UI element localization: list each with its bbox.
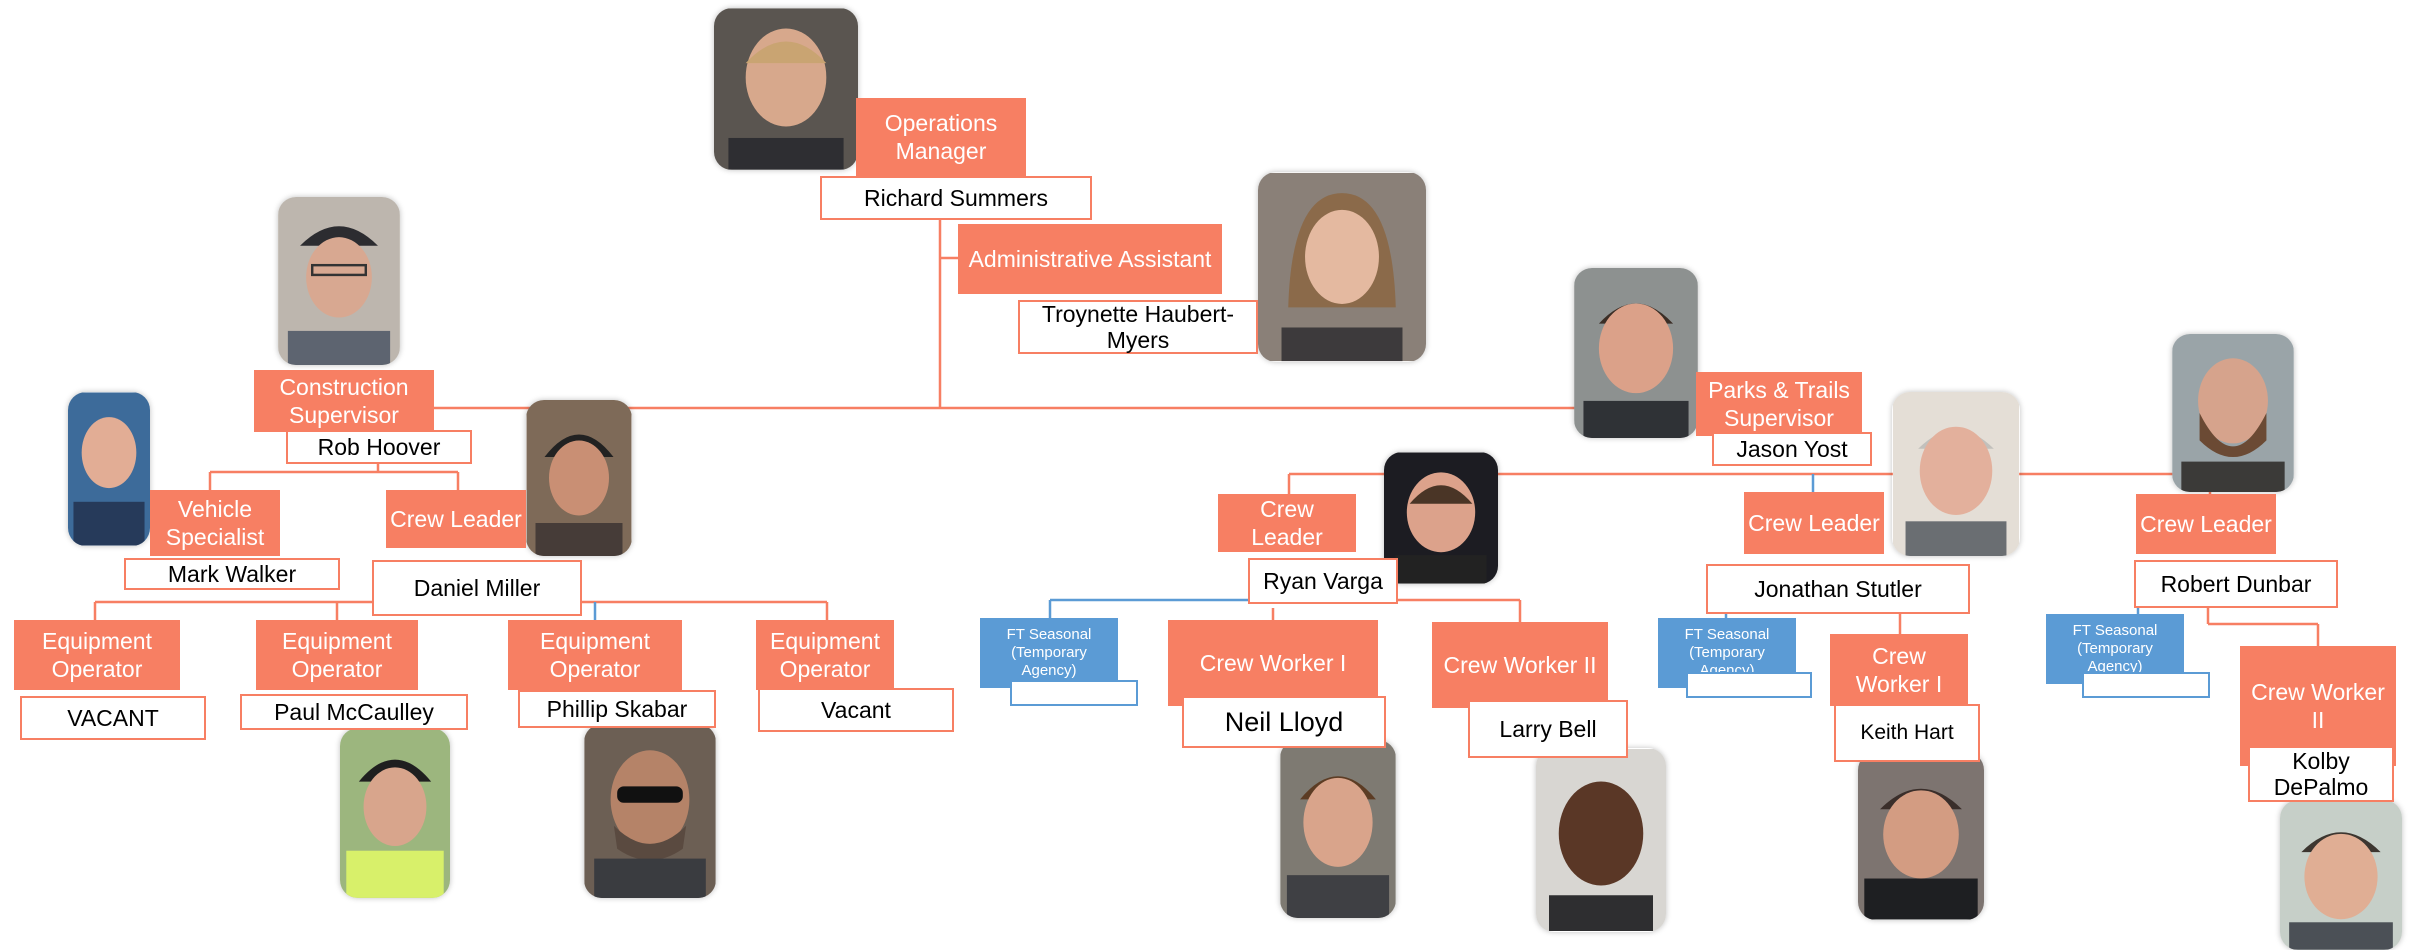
name-jason-yost: Jason Yost <box>1712 432 1872 466</box>
title-crew-worker-ii-bell: Crew Worker II <box>1432 622 1608 708</box>
name-rob-hoover: Rob Hoover <box>286 430 472 464</box>
photo-robert-dunbar <box>2172 334 2294 492</box>
title-crew-worker-i-hart: Crew Worker I <box>1830 634 1968 706</box>
title-operations-manager: Operations Manager <box>856 98 1026 176</box>
title-crew-leader-miller: Crew Leader <box>386 490 526 548</box>
name-robert-dunbar: Robert Dunbar <box>2134 560 2338 608</box>
title-construction-supervisor: Construction Supervisor <box>254 370 434 432</box>
name-ft-seasonal-2 <box>1686 672 1812 698</box>
name-jonathan-stutler: Jonathan Stutler <box>1706 564 1970 614</box>
name-vacant-1: VACANT <box>20 696 206 740</box>
name-larry-bell: Larry Bell <box>1468 700 1628 758</box>
name-ft-seasonal-3 <box>2082 672 2210 698</box>
title-equipment-operator-3: Equipment Operator <box>508 620 682 690</box>
photo-kolby-depalmo <box>2280 800 2402 950</box>
photo-keith-hart <box>1858 752 1984 920</box>
photo-rob-hoover <box>278 197 400 365</box>
photo-larry-bell <box>1536 748 1666 932</box>
photo-richard-summers <box>714 8 858 170</box>
photo-paul-mccaulley <box>340 728 450 898</box>
title-ft-seasonal-1: FT Seasonal (Temporary Agency) <box>980 618 1118 688</box>
name-troynette-haubert-myers: Troynette Haubert-Myers <box>1018 300 1258 354</box>
name-phillip-skabar: Phillip Skabar <box>518 690 716 728</box>
name-vacant-2: Vacant <box>758 688 954 732</box>
name-keith-hart: Keith Hart <box>1834 704 1980 762</box>
title-crew-leader-stutler: Crew Leader <box>1744 492 1884 554</box>
name-daniel-miller: Daniel Miller <box>372 560 582 616</box>
photo-daniel-miller <box>526 400 632 556</box>
title-crew-leader-dunbar: Crew Leader <box>2136 494 2276 554</box>
title-crew-worker-i-lloyd: Crew Worker I <box>1168 620 1378 706</box>
photo-troynette-haubert-myers <box>1258 172 1426 362</box>
title-administrative-assistant: Administrative Assistant <box>958 224 1222 294</box>
title-crew-leader-varga: Crew Leader <box>1218 494 1356 552</box>
photo-mark-walker <box>68 392 150 546</box>
name-kolby-depalmo: Kolby DePalmo <box>2248 746 2394 802</box>
name-mark-walker: Mark Walker <box>124 558 340 590</box>
name-paul-mccaulley: Paul McCaulley <box>240 694 468 730</box>
title-vehicle-specialist: Vehicle Specialist <box>150 490 280 556</box>
photo-ryan-varga <box>1384 452 1498 584</box>
title-equipment-operator-4: Equipment Operator <box>756 620 894 690</box>
title-equipment-operator-2: Equipment Operator <box>256 620 418 690</box>
title-equipment-operator-1: Equipment Operator <box>14 620 180 690</box>
photo-jonathan-stutler <box>1892 392 2020 556</box>
title-parks-trails-supervisor: Parks & Trails Supervisor <box>1696 372 1862 436</box>
name-richard-summers: Richard Summers <box>820 176 1092 220</box>
name-neil-lloyd: Neil Lloyd <box>1182 696 1386 748</box>
name-ft-seasonal-1 <box>1010 680 1138 706</box>
photo-neil-lloyd <box>1280 740 1396 918</box>
name-ryan-varga: Ryan Varga <box>1248 558 1398 604</box>
photo-jason-yost <box>1574 268 1698 438</box>
photo-phillip-skabar <box>584 724 716 898</box>
